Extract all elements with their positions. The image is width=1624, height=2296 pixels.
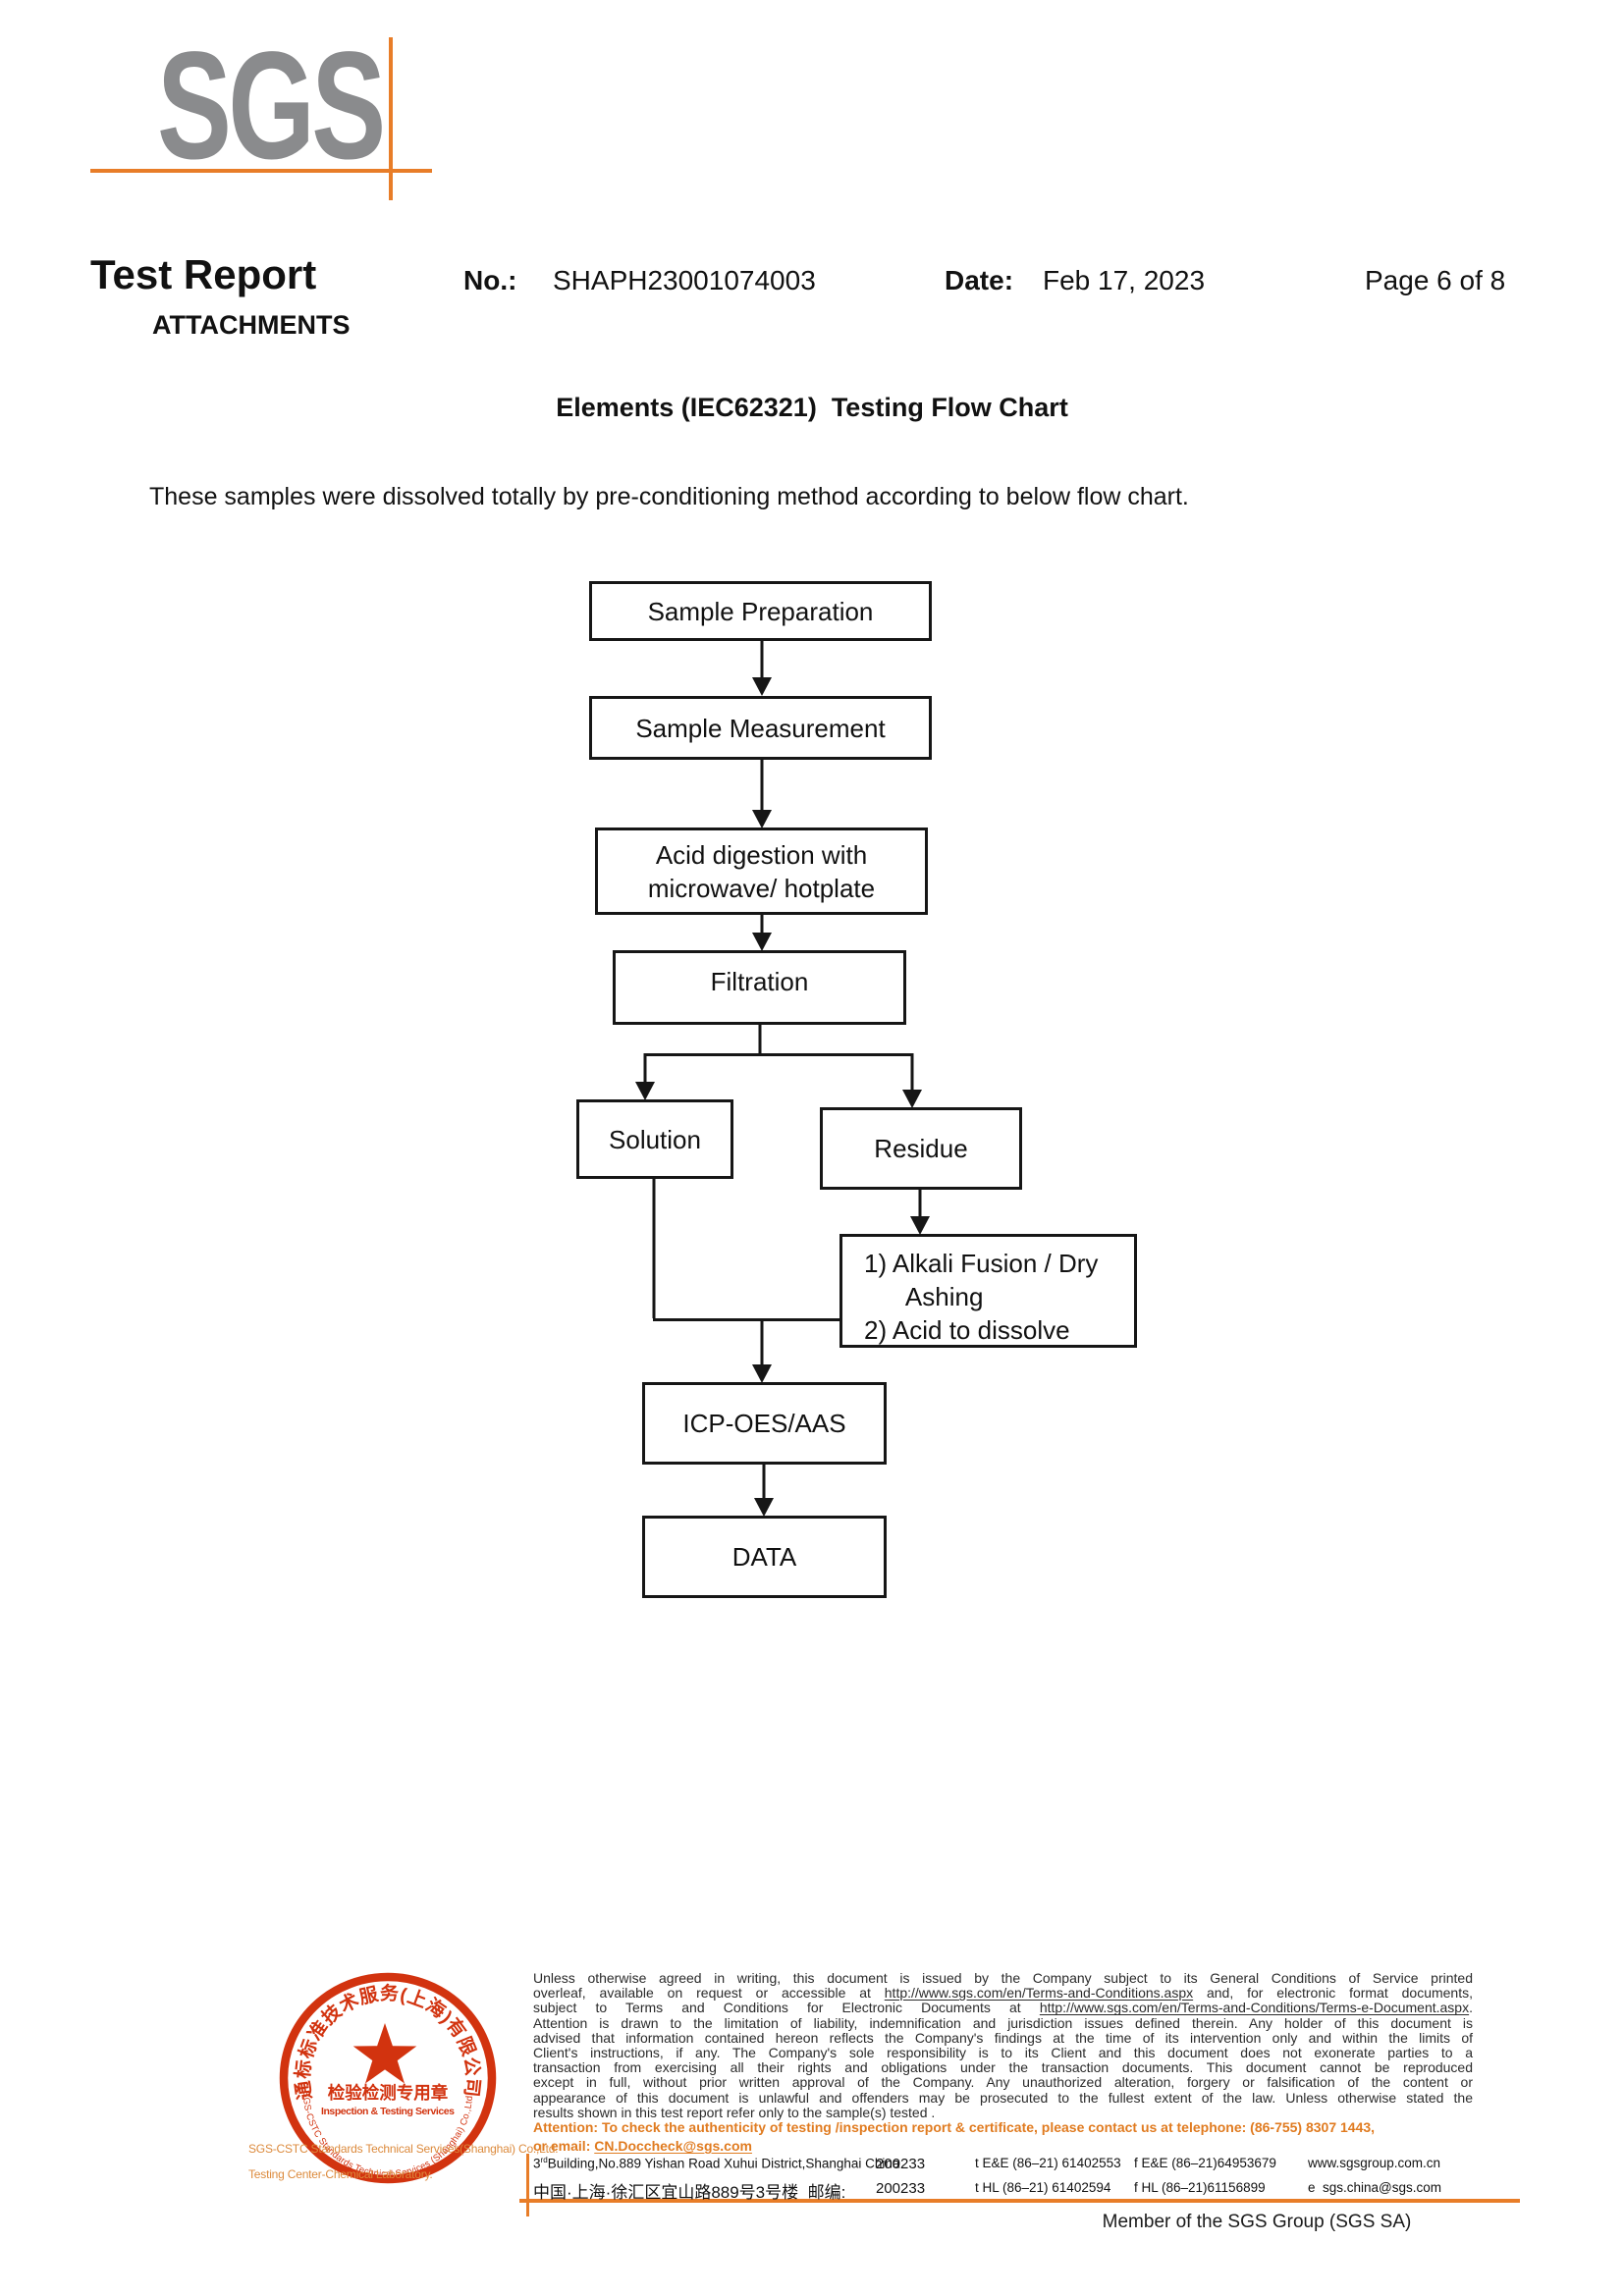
flow-chart-title: Elements (IEC62321) Testing Flow Chart — [556, 393, 1068, 422]
stamp-center-cn: 检验检测专用章 — [328, 2083, 449, 2103]
address-cell: 200233 — [876, 2156, 926, 2172]
legal-line: advised that information contained hereo… — [533, 2029, 1473, 2046]
stamp-star-icon — [352, 2023, 417, 2084]
address-row: 中国·上海·徐汇区宜山路889号3号楼 邮编: 200233 t HL (86–21… — [533, 2180, 1525, 2205]
address-cell: t HL (86–21) 61402594 — [975, 2180, 1111, 2195]
address-orange-vline — [526, 2154, 529, 2216]
legal-line: results shown in this test report refer … — [533, 2104, 936, 2120]
legal-line: Unless otherwise agreed in writing, this… — [533, 1970, 1473, 1986]
report-no-label: No.: — [463, 265, 517, 295]
report-no-value: SHAPH23001074003 — [553, 265, 816, 295]
report-date-value: Feb 17, 2023 — [1043, 265, 1206, 295]
legal-line: transaction from exercising all their ri… — [533, 2059, 1473, 2076]
report-date-label: Date: — [945, 265, 1014, 295]
flowchart-connectors — [635, 640, 930, 1517]
flow-box-filtration: Filtration — [613, 950, 906, 1025]
attention-line-2: or email: CN.Doccheck@sgs.com — [533, 2138, 752, 2154]
address-cell: www.sgsgroup.com.cn — [1308, 2156, 1441, 2170]
flow-box-solution: Solution — [576, 1099, 733, 1179]
legal-line: subject to Terms and Conditions for Elec… — [533, 2000, 1473, 2016]
legal-line: overleaf, available on request or access… — [533, 1985, 1473, 2002]
logo-orange-vertical-line — [389, 37, 393, 200]
attention-line-1: Attention: To check the authenticity of … — [533, 2119, 1376, 2135]
page-number: Page 6 of 8 — [1365, 265, 1506, 295]
flow-box-sample-preparation: Sample Preparation — [589, 581, 932, 641]
attachments-heading: ATTACHMENTS — [152, 310, 351, 340]
address-cell: 中国·上海·徐汇区宜山路889号3号楼 邮编: — [533, 2183, 846, 2202]
legal-line: except in full, without prior written ap… — [533, 2074, 1473, 2091]
flow-box-icp: ICP-OES/AAS — [642, 1382, 887, 1465]
flow-lines — [643, 640, 922, 1498]
sgs-logo: SGS — [157, 21, 386, 191]
intro-text: These samples were dissolved totally by … — [149, 483, 1189, 510]
address-row: 3rdBuilding,No.889 Yishan Road Xuhui Dis… — [533, 2156, 1525, 2180]
address-cell: e sgs.china@sgs.com — [1308, 2180, 1442, 2195]
flow-box-data: DATA — [642, 1516, 887, 1598]
logo-orange-underline — [90, 169, 432, 173]
company-name-overprint: SGS-CSTC Standards Technical Services(Sh… — [248, 2142, 559, 2156]
address-cell: 200233 — [876, 2180, 926, 2197]
stamp-center-en: Inspection & Testing Services — [321, 2106, 455, 2117]
legal-line: Client's instructions, if any. The Compa… — [533, 2045, 1473, 2061]
report-title: Test Report — [90, 251, 317, 297]
member-of-sgs-group-text: Member of the SGS Group (SGS SA) — [1102, 2212, 1412, 2232]
address-cell: f E&E (86–21)64953679 — [1134, 2156, 1276, 2170]
flow-box-alkali-fusion: 1) Alkali Fusion / Dry Ashing 2) Acid to… — [839, 1234, 1137, 1348]
address-cell: t E&E (86–21) 61402553 — [975, 2156, 1121, 2170]
company-stamp: 通标标准技术服务(上海)有限公司 SGS-CSTC Standards Tech… — [279, 1972, 497, 2184]
address-cell: 3rdBuilding,No.889 Yishan Road Xuhui Dis… — [533, 2156, 900, 2171]
footer-orange-line — [519, 2199, 1520, 2203]
address-block: 3rdBuilding,No.889 Yishan Road Xuhui Dis… — [533, 2156, 1525, 2205]
flow-box-acid-digestion: Acid digestion with microwave/ hotplate — [595, 828, 928, 915]
flow-arrowheads — [635, 677, 930, 1517]
address-cell: f HL (86–21)61156899 — [1134, 2180, 1266, 2195]
stamp-ring — [279, 1972, 497, 2184]
flow-box-sample-measurement: Sample Measurement — [589, 696, 932, 760]
legal-line: Attention is drawn to the limitation of … — [533, 2014, 1473, 2031]
legal-terms-paragraph: Unless otherwise agreed in writing, this… — [533, 1970, 1473, 2120]
flow-box-residue: Residue — [820, 1107, 1022, 1190]
attention-notice: Attention: To check the authenticity of … — [533, 2118, 1476, 2156]
legal-line: appearance of this document is unlawful … — [533, 2089, 1473, 2106]
lab-name-overprint: Testing Center-Chemical Laboratory. — [248, 2167, 433, 2181]
